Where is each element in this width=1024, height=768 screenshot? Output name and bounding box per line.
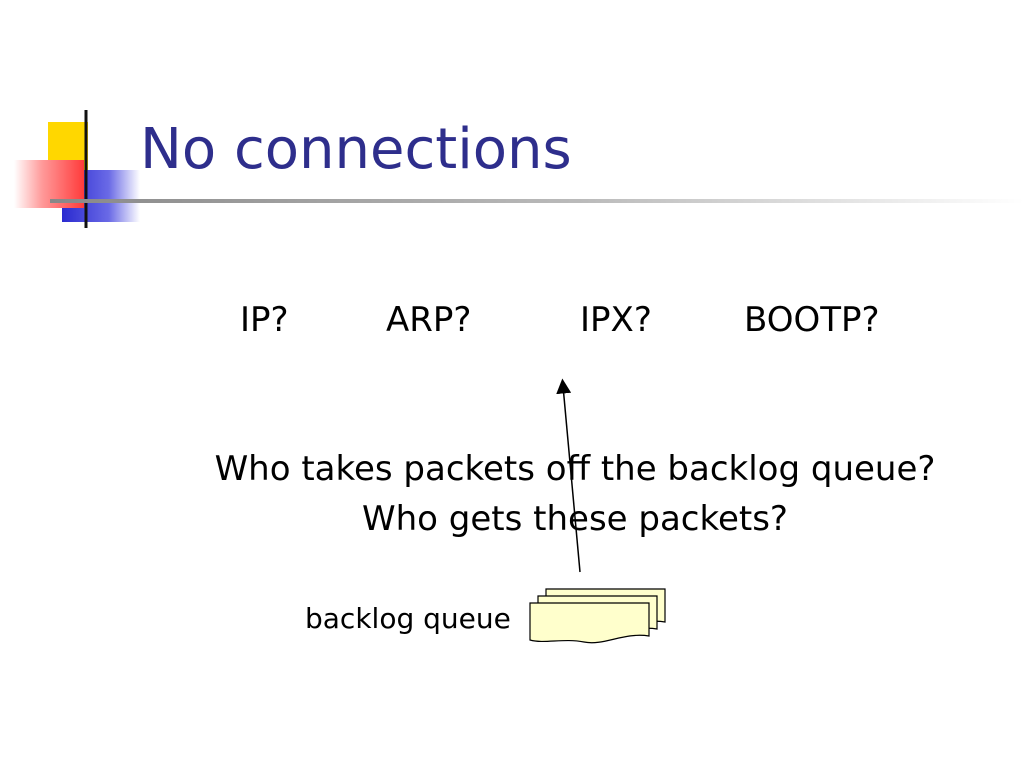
question-line-1: Who takes packets off the backlog queue? xyxy=(214,449,936,489)
title-decoration xyxy=(14,110,1024,228)
backlog-queue-label: backlog queue xyxy=(305,602,511,635)
arrow-up xyxy=(556,378,581,573)
packet-card-front xyxy=(529,602,650,644)
title-underline xyxy=(50,199,1024,203)
backlog-queue-stack xyxy=(529,588,666,644)
protocol-ipx: IPX? xyxy=(580,300,652,340)
slide-title: No connections xyxy=(140,117,572,182)
protocol-arp: ARP? xyxy=(386,300,472,340)
protocol-bootp: BOOTP? xyxy=(744,300,880,340)
protocol-ip: IP? xyxy=(240,300,289,340)
